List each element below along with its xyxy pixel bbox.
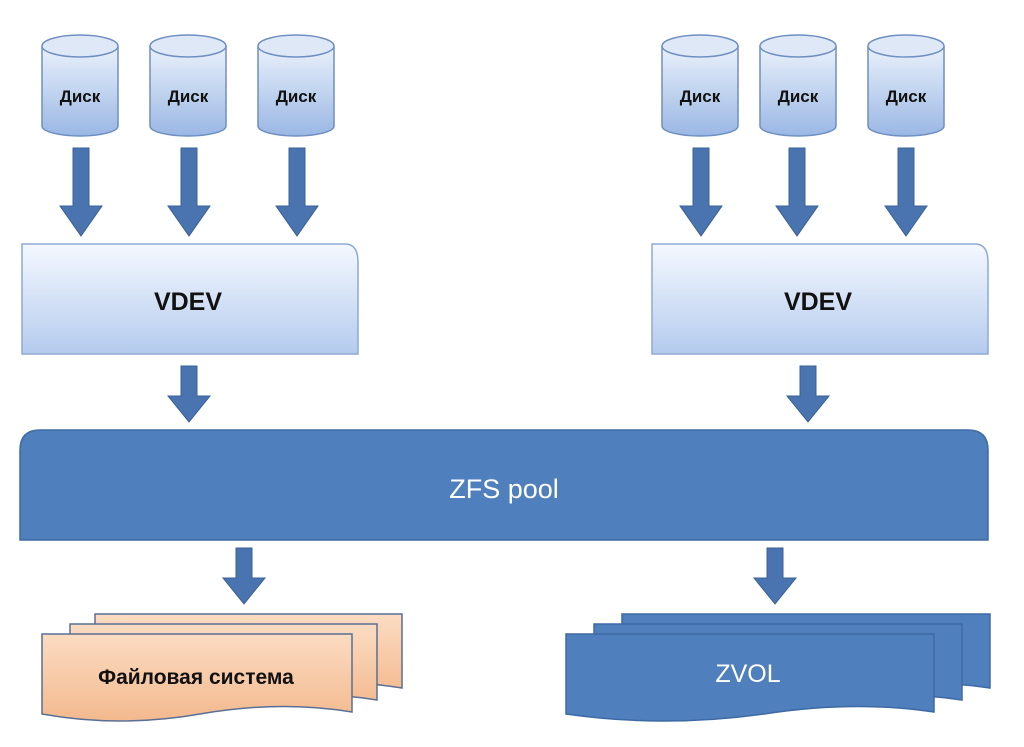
arrow-down-icon (59, 147, 103, 237)
disk-label: Диск (886, 87, 927, 106)
vdev-right: VDEV (651, 243, 989, 355)
arrow-down-icon (775, 147, 819, 237)
arrow-down-icon (167, 147, 211, 237)
disk-left-3: Диск (257, 34, 335, 137)
vdev-left: VDEV (21, 243, 359, 355)
arrow-down-icon (167, 365, 211, 423)
arrow-down-icon (786, 365, 830, 423)
zvol-stack: ZVOL (565, 613, 991, 722)
disk-label: Диск (60, 87, 101, 106)
disk-left-2: Диск (149, 34, 227, 137)
disk-right-2: Диск (759, 34, 837, 137)
arrow-down-icon (275, 147, 319, 237)
vdev-left-label: VDEV (154, 288, 222, 316)
vdev-right-label: VDEV (784, 288, 852, 316)
zvol-label: ZVOL (715, 660, 780, 688)
disk-right-1: Диск (661, 34, 739, 137)
zfs-pool-label: ZFS pool (449, 474, 559, 504)
disk-label: Диск (276, 87, 317, 106)
arrow-down-icon (884, 147, 928, 237)
disk-left-1: Диск (41, 34, 119, 137)
disk-label: Диск (168, 87, 209, 106)
disk-label: Диск (680, 87, 721, 106)
arrow-down-icon (753, 547, 797, 605)
filesystem-label: Файловая система (98, 666, 294, 689)
arrow-down-icon (679, 147, 723, 237)
disk-right-3: Диск (867, 34, 945, 137)
zfs-pool: ZFS pool (19, 429, 989, 541)
arrow-down-icon (222, 547, 266, 605)
disk-label: Диск (778, 87, 819, 106)
filesystem-stack: Файловая система (41, 613, 403, 722)
